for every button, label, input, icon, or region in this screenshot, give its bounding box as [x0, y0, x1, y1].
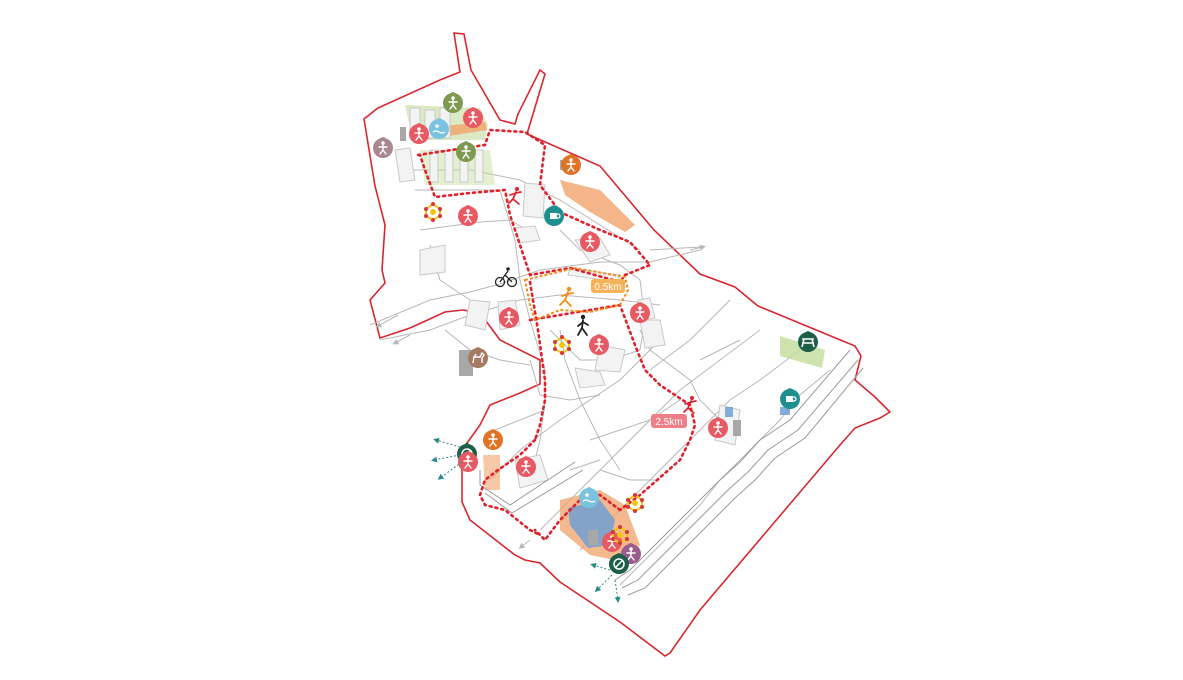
playground-icon[interactable] [553, 335, 571, 355]
sports-pin-icon[interactable] [373, 137, 393, 158]
playground-icon[interactable] [611, 525, 629, 545]
sports-pin-icon[interactable] [468, 347, 488, 368]
route-label-short-text: 0.5km [594, 282, 621, 293]
sports-pin-icon[interactable] [429, 118, 449, 139]
sports-pin-icon[interactable] [516, 456, 536, 477]
running-icon[interactable] [683, 396, 697, 414]
sports-pin-icon[interactable] [630, 302, 650, 323]
exit-arrows-teal [431, 437, 621, 603]
running-icon[interactable] [559, 286, 574, 307]
sports-pin-icon[interactable] [602, 531, 622, 552]
running-icon[interactable] [508, 187, 522, 205]
sports-pin-icon[interactable] [589, 334, 609, 355]
sports-pin-icon[interactable] [579, 487, 599, 508]
site-boundary [363, 32, 892, 657]
dog-walk-pin-icon[interactable] [483, 429, 503, 450]
route-short-loop [523, 266, 630, 322]
route-label-long: 2.5km [651, 414, 687, 428]
railway-band [479, 349, 864, 596]
sports-pin-icon[interactable] [708, 417, 728, 438]
exit-arrows [375, 244, 706, 549]
map-pins [373, 92, 818, 574]
cafe-pin-icon[interactable] [544, 205, 564, 226]
no-entry-pin-icon[interactable] [609, 553, 629, 574]
sports-pin-icon[interactable] [463, 107, 483, 128]
route-label-long-text: 2.5km [655, 417, 682, 428]
playground-icon[interactable] [626, 493, 644, 513]
picnic-pin-icon[interactable] [798, 331, 818, 352]
cycling-icon[interactable] [494, 267, 518, 288]
sports-pin-icon[interactable] [580, 231, 600, 252]
dog-walk-pin-icon[interactable] [561, 154, 581, 175]
cafe-pin-icon[interactable] [780, 388, 800, 409]
route-label-short: 0.5km [591, 279, 625, 293]
sports-pin-icon[interactable] [458, 451, 478, 472]
sports-pin-icon[interactable] [409, 123, 429, 144]
fitness-pin-icon[interactable] [443, 92, 463, 113]
walking-icon[interactable] [577, 314, 589, 336]
playground-icon[interactable] [424, 202, 442, 222]
sports-pin-icon[interactable] [458, 205, 478, 226]
sports-pin-icon[interactable] [499, 307, 519, 328]
water-features [725, 407, 790, 417]
fitness-pin-icon[interactable] [456, 141, 476, 162]
